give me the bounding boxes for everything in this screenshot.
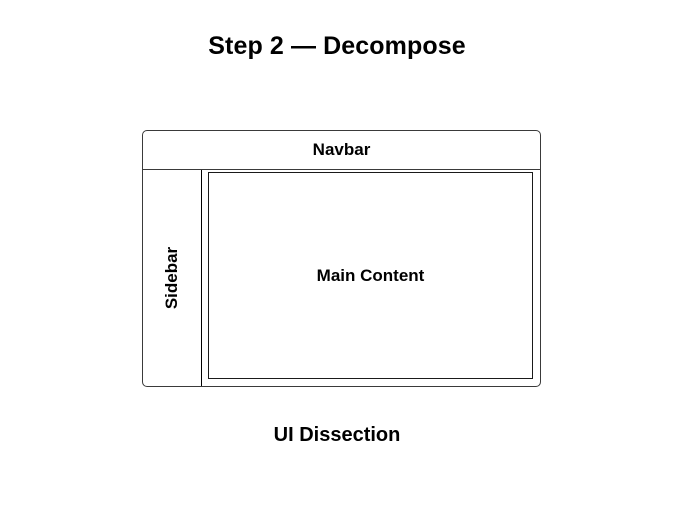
wireframe-main-area: Main Content (202, 170, 540, 386)
wireframe-body-row: Sidebar Main Content (143, 170, 540, 386)
page-title: Step 2 — Decompose (208, 32, 466, 60)
sidebar-label: Sidebar (162, 246, 182, 310)
wireframe-navbar-region: Navbar (143, 131, 540, 170)
wireframe-frame: Navbar Sidebar Main Content (142, 130, 541, 387)
wireframe-main-content-region: Main Content (208, 172, 533, 379)
navbar-label: Navbar (312, 140, 371, 159)
main-content-label: Main Content (316, 265, 425, 285)
diagram-caption: UI Dissection (273, 424, 401, 446)
wireframe-sidebar-region: Sidebar (143, 170, 202, 386)
